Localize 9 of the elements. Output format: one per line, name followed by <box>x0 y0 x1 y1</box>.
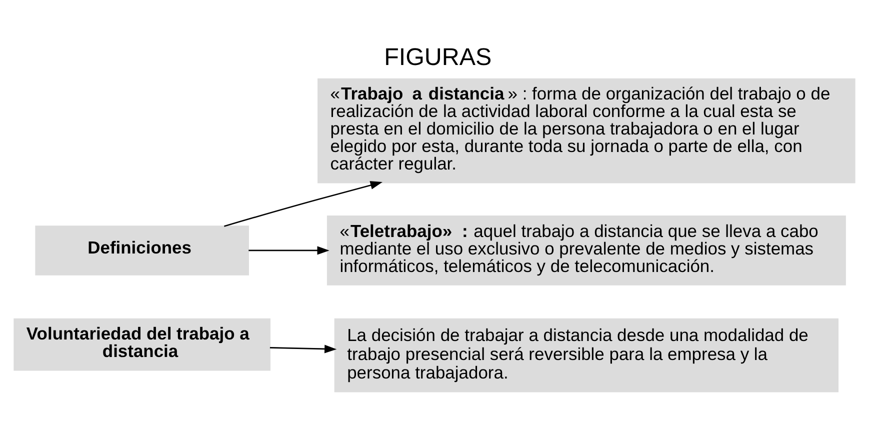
arrow <box>224 180 383 226</box>
node-box: Voluntariedad del trabajo a distancia <box>14 318 270 370</box>
node-box: La decisión de trabajar a distancia desde una modalidad de trabajo presencial será reversible para la empresa y la persona trabajadora. <box>334 318 839 392</box>
node-box: «Teletrabajo» : aquel trabajo a distancia que se lleva a cabo mediante el uso exclusivo o prevalente de medios y sistemas informáticos, telemáticos y de telecomunicación. <box>326 215 846 285</box>
arrow <box>270 344 337 353</box>
diagram-title: FIGURAS <box>384 43 492 70</box>
node-box: Definiciones <box>35 225 249 275</box>
arrow <box>248 246 330 254</box>
node-box: «Trabajo a distancia» : forma de organización del trabajo o de realización de la actividad laboral conforme a la cual esta se presta en el domicilio de la persona trabajadora o en el lugar elegido por esta, durante toda su jornada o parte de ella, con carácter regular. <box>318 78 856 183</box>
